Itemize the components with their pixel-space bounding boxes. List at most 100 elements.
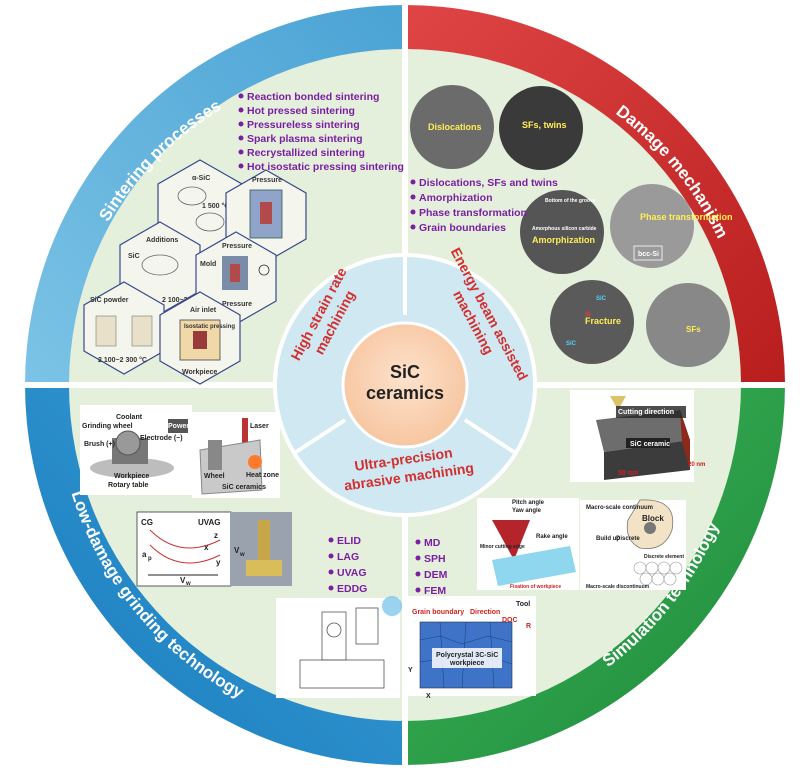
grinding-machine-figure — [276, 596, 402, 698]
svg-text:2 100~2 300 °C: 2 100~2 300 °C — [98, 356, 147, 364]
svg-text:Coolant: Coolant — [116, 414, 143, 421]
svg-text:Wheel: Wheel — [204, 473, 225, 480]
uvag-schematic — [136, 511, 232, 587]
svg-text:Fracture: Fracture — [585, 316, 621, 326]
tem-fracture — [550, 280, 634, 364]
tem-sfs-twins — [499, 86, 583, 170]
svg-text:20 nm: 20 nm — [688, 462, 705, 468]
grinding-list: ELID LAG UVAG EDDG — [328, 535, 367, 595]
simulation-item: SPH — [424, 553, 446, 565]
sintering-item: Reaction bonded sintering — [247, 91, 379, 103]
svg-text:Mold: Mold — [200, 261, 216, 268]
svg-text:SFs, twins: SFs, twins — [522, 120, 567, 130]
svg-text:Discrete: Discrete — [616, 536, 640, 542]
simulation-md-figure: Cutting direction SiC ceramic 50 nm 20 n… — [570, 390, 705, 482]
svg-text:z: z — [214, 531, 218, 540]
center-title-line1: SiC — [390, 362, 420, 382]
sintering-item: Hot isostatic pressing sintering — [247, 161, 404, 173]
svg-text:Rake angle: Rake angle — [536, 534, 568, 540]
svg-text:Power: Power — [168, 423, 189, 430]
svg-text:SFs: SFs — [686, 325, 701, 334]
svg-text:y: y — [216, 558, 221, 567]
tem-sfs — [646, 283, 730, 367]
svg-text:Polycrystal 3C-SiC: Polycrystal 3C-SiC — [436, 652, 498, 659]
sintering-item: Pressureless sintering — [247, 119, 360, 131]
sintering-item: Recrystallized sintering — [247, 147, 365, 159]
grinding-item: UVAG — [337, 567, 367, 579]
svg-text:Cutting direction: Cutting direction — [618, 409, 674, 416]
svg-text:Discrete element: Discrete element — [644, 554, 684, 560]
grinding-item: EDDG — [337, 583, 367, 595]
svg-text:Pressure: Pressure — [252, 177, 282, 184]
svg-text:Si: Si — [585, 312, 591, 318]
svg-text:Pitch angle: Pitch angle — [512, 500, 545, 506]
svg-text:R: R — [526, 623, 531, 630]
damage-list: Dislocations, SFs and twins Amorphizatio… — [410, 177, 558, 234]
svg-text:Additions: Additions — [146, 237, 178, 244]
svg-text:V: V — [234, 546, 240, 555]
simulation-item: FEM — [424, 585, 446, 597]
svg-text:Pressure: Pressure — [222, 301, 252, 308]
damage-item: Grain boundaries — [419, 222, 506, 234]
svg-text:Grain boundary: Grain boundary — [412, 609, 464, 616]
svg-text:x: x — [204, 543, 209, 552]
svg-text:Brush (+): Brush (+) — [84, 441, 115, 448]
grinding-item: LAG — [337, 551, 359, 563]
damage-images: Dislocations SFs, twins Bottom of the gr… — [410, 85, 733, 367]
svg-text:UVAG: UVAG — [198, 518, 221, 527]
tem-amorphization — [520, 190, 604, 274]
svg-text:DOC: DOC — [502, 617, 518, 624]
svg-text:SiC: SiC — [596, 296, 607, 302]
svg-text:Laser: Laser — [250, 423, 269, 430]
svg-text:w: w — [185, 581, 191, 587]
center-circle — [341, 321, 469, 449]
svg-text:Amorphous silicon carbide: Amorphous silicon carbide — [532, 226, 597, 232]
svg-text:Pressure: Pressure — [222, 243, 252, 250]
simulation-item: DEM — [424, 569, 448, 581]
tem-dislocations — [410, 85, 494, 169]
hex-sic-powder — [83, 281, 165, 375]
svg-text:X: X — [426, 693, 431, 700]
sintering-item: Hot pressed sintering — [247, 105, 355, 117]
svg-text:Air inlet: Air inlet — [190, 307, 217, 314]
svg-text:SiC powder: SiC powder — [90, 297, 129, 304]
svg-text:workpiece: workpiece — [449, 660, 484, 667]
simulation-list: MD SPH DEM FEM — [415, 537, 448, 597]
damage-item: Dislocations, SFs and twins — [419, 177, 558, 189]
simulation-item: MD — [424, 537, 441, 549]
grinding-elid-figure: Coolant Grinding wheel Power Electrode (… — [80, 405, 280, 498]
eddg-machine-drawing — [276, 598, 400, 698]
svg-text:1 500 °C: 1 500 °C — [202, 202, 229, 210]
svg-text:p: p — [148, 556, 152, 562]
inner-divider-left — [294, 418, 347, 454]
svg-text:α-SiC: α-SiC — [192, 175, 210, 182]
sintering-item: Spark plasma sintering — [247, 133, 363, 145]
damage-item: Amorphization — [419, 192, 493, 204]
svg-text:Tool: Tool — [516, 601, 530, 608]
damage-item: Phase transformation — [419, 207, 527, 219]
svg-text:CG: CG — [141, 518, 153, 527]
grinding-item: ELID — [337, 535, 361, 547]
sintering-list: Reaction bonded sintering Hot pressed si… — [238, 91, 404, 173]
svg-text:Phase transformation: Phase transformation — [640, 212, 733, 222]
svg-text:Heat zone: Heat zone — [246, 472, 279, 479]
svg-text:V: V — [180, 576, 186, 585]
svg-text:Dislocations: Dislocations — [428, 122, 482, 132]
sintering-hexagons: α-SiC 1 500 °C Pressure Additions SiC 2 … — [83, 159, 307, 385]
svg-text:SiC: SiC — [566, 341, 577, 347]
svg-text:SiC ceramic: SiC ceramic — [630, 441, 670, 448]
svg-text:Workpiece: Workpiece — [114, 473, 149, 480]
svg-text:Amorphization: Amorphization — [532, 235, 595, 245]
svg-text:Minor cutting edge: Minor cutting edge — [480, 544, 525, 550]
svg-text:a: a — [142, 550, 147, 559]
simulation-sph-figure: Pitch angle Yaw angle Rake angle Minor c… — [477, 498, 579, 590]
simulation-dem-figure: Macro-scale continuum Block Build up Dis… — [580, 499, 686, 590]
svg-text:Build up: Build up — [596, 536, 620, 542]
svg-text:Grinding wheel: Grinding wheel — [82, 423, 133, 430]
svg-text:Bottom of the groove: Bottom of the groove — [545, 198, 596, 204]
svg-text:Macro-scale discontinuum: Macro-scale discontinuum — [586, 584, 650, 590]
svg-text:Y: Y — [408, 667, 413, 674]
